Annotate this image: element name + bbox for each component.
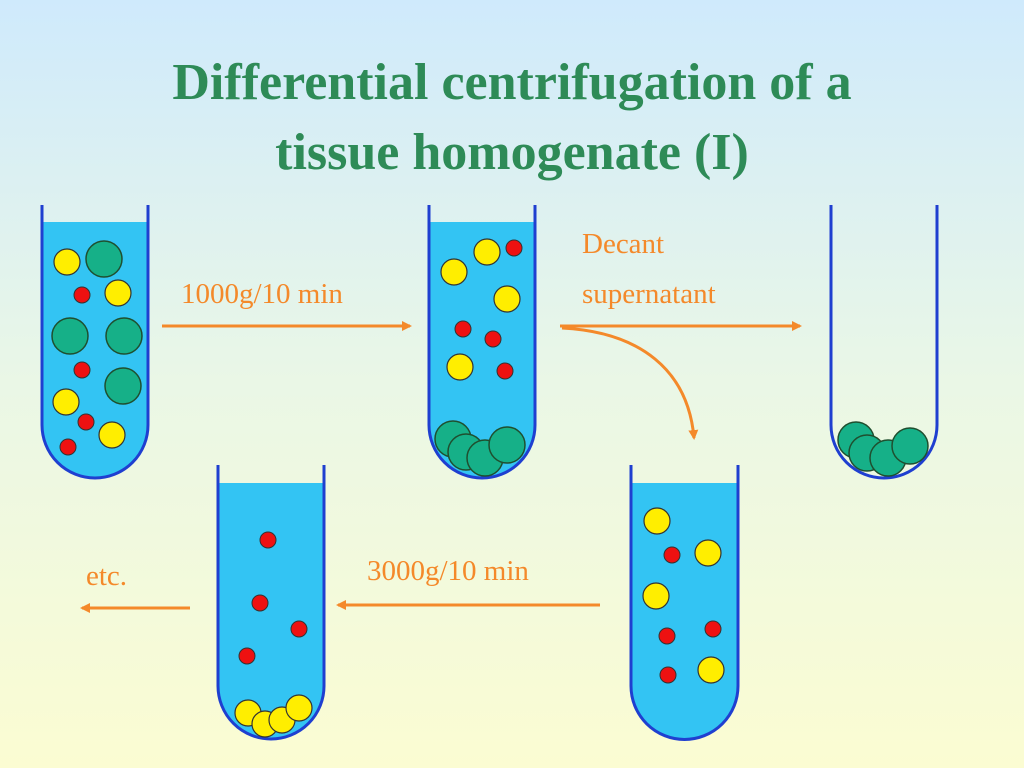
small-particle [659, 666, 677, 684]
small-particle [290, 620, 308, 638]
tube-outline [629, 465, 740, 741]
small-particle [59, 438, 77, 456]
tube-outline [829, 205, 939, 480]
medium-particle [98, 421, 126, 449]
arrow-step-1: 1000g/10 min [162, 278, 412, 331]
small-particle [251, 594, 269, 612]
step2-label: 3000g/10 min [367, 555, 529, 587]
medium-particle [493, 285, 521, 313]
small-particle [238, 647, 256, 665]
medium-particle [52, 388, 80, 416]
medium-particle [285, 694, 313, 722]
small-particle [658, 627, 676, 645]
step1-label: 1000g/10 min [181, 278, 343, 310]
medium-particle [694, 539, 722, 567]
small-particle [505, 239, 523, 257]
medium-particle [104, 279, 132, 307]
large-particle [85, 240, 123, 278]
tube-liquid [218, 483, 324, 739]
medium-particle [53, 248, 81, 276]
decant-label-line-1: Decant [582, 228, 664, 260]
decant-label-line-2: supernatant [582, 278, 716, 310]
tube-after-1000g [427, 205, 537, 480]
tube-outline [40, 205, 150, 480]
small-particle [73, 361, 91, 379]
small-particle [454, 320, 472, 338]
small-particle [663, 546, 681, 564]
medium-particle [446, 353, 474, 381]
title-line-1: Differential centrifugation of a [172, 54, 852, 111]
arrow-etc: etc. [80, 560, 190, 613]
small-particle [484, 330, 502, 348]
small-particle [704, 620, 722, 638]
slide-title: Differential centrifugation of a tissue … [0, 48, 1024, 188]
small-particle [496, 362, 514, 380]
medium-particle [642, 582, 670, 610]
small-particle [259, 531, 277, 549]
tube-after-3000g [216, 465, 326, 741]
medium-particle [473, 238, 501, 266]
tube-outline [427, 205, 537, 480]
tube-supernatant [629, 465, 740, 741]
large-particle [105, 317, 143, 355]
arrow-decant: Decant supernatant [560, 228, 802, 440]
large-particle [488, 426, 526, 464]
small-particle [77, 413, 95, 431]
tube-outline [216, 465, 326, 741]
arrow-step-2: 3000g/10 min [336, 555, 600, 610]
medium-particle [697, 656, 725, 684]
tube-homogenate [40, 205, 150, 480]
large-particle [891, 427, 929, 465]
tube-pellet [829, 205, 939, 480]
medium-particle [643, 507, 671, 535]
small-particle [73, 286, 91, 304]
etc-label: etc. [86, 560, 127, 592]
large-particle [51, 317, 89, 355]
title-line-2: tissue homogenate (I) [275, 124, 749, 181]
medium-particle [440, 258, 468, 286]
large-particle [104, 367, 142, 405]
